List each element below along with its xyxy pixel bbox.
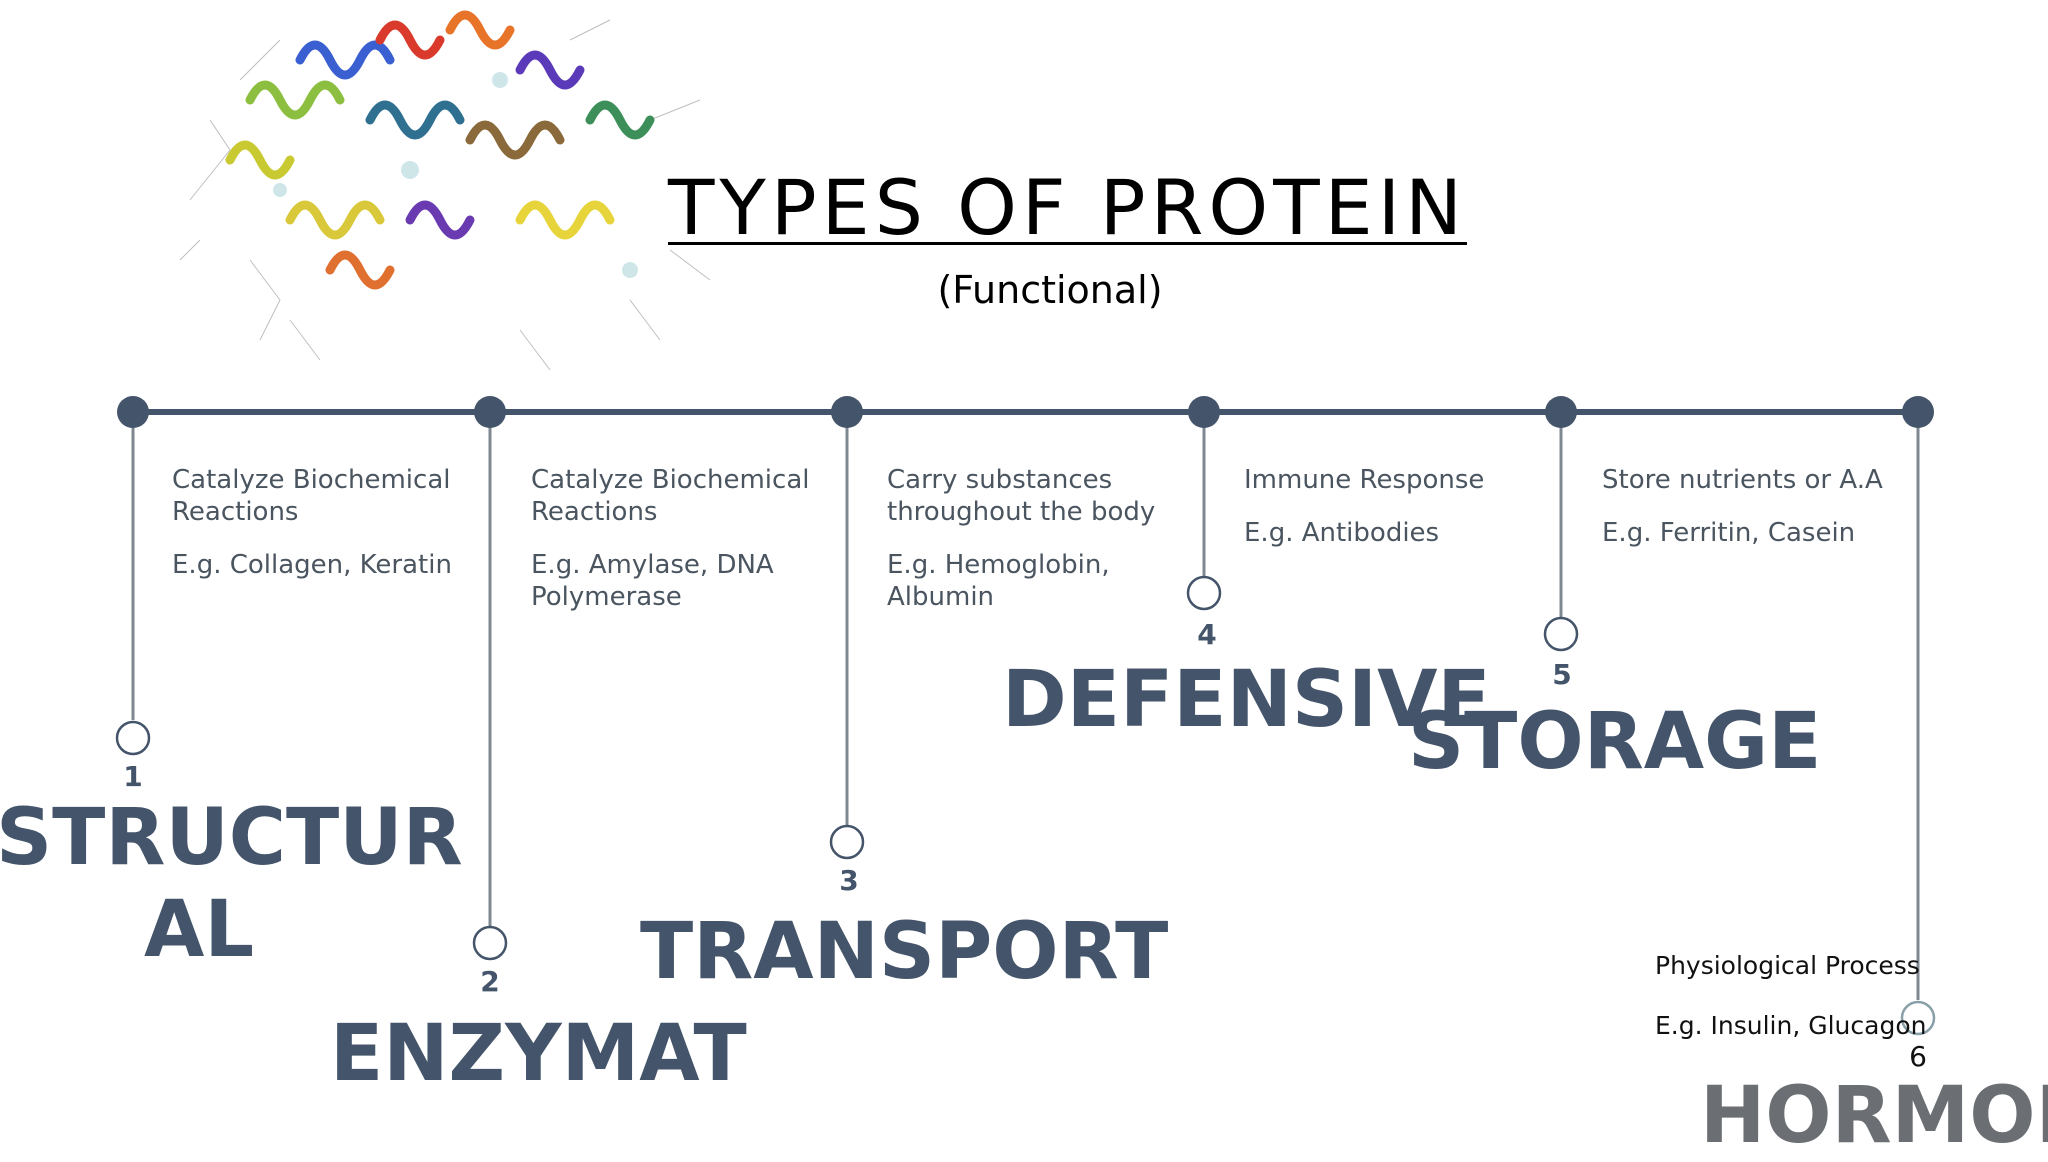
item-5-desc-text: Store nutrients or A.A (1602, 465, 1883, 495)
item-4-number: 4 (1197, 618, 1217, 651)
timeline-node-5 (1545, 396, 1577, 428)
item-5-number: 5 (1552, 658, 1572, 691)
item-1-example-text: E.g. Collagen, Keratin (172, 550, 452, 580)
item-1-label-line-1: STRUCTUR (0, 793, 463, 883)
item-1-description: Catalyze Biochemical Reactions E.g. Coll… (172, 464, 472, 602)
item-4-label: DEFENSIVE (1002, 655, 1491, 745)
item-3-desc-text: Carry substances throughout the body (887, 465, 1156, 527)
item-3-label: TRANSPORT (640, 907, 1169, 997)
page-subtitle: (Functional) (937, 268, 1163, 312)
timeline-end-marker-1 (115, 720, 151, 756)
timeline-end-marker-2 (472, 925, 508, 961)
item-2-description: Catalyze Biochemical Reactions E.g. Amyl… (531, 464, 821, 634)
timeline-end-marker-5 (1543, 616, 1579, 652)
timeline-end-marker-6 (1900, 1000, 1936, 1036)
item-5-example-text: E.g. Ferritin, Casein (1602, 518, 1856, 548)
page-title: TYPES OF PROTEIN (668, 163, 1467, 252)
timeline-end-marker-3 (829, 824, 865, 860)
timeline-end-marker-4 (1186, 575, 1222, 611)
item-6-number: 6 (1909, 1040, 1927, 1073)
item-6-description: Physiological Process E.g. Insulin, Gluc… (1655, 950, 1926, 1070)
protein-molecule-illustration (179, 10, 711, 371)
item-4-desc-text: Immune Response (1244, 465, 1485, 495)
item-6-desc-text: Physiological Process (1655, 951, 1920, 980)
item-4-example-text: E.g. Antibodies (1244, 518, 1440, 548)
timeline-node-3 (831, 396, 863, 428)
timeline-node-2 (474, 396, 506, 428)
timeline-node-1 (117, 396, 149, 428)
item-2-desc-text: Catalyze Biochemical Reactions (531, 465, 810, 527)
item-3-description: Carry substances throughout the body E.g… (887, 464, 1177, 634)
item-4-description: Immune Response E.g. Antibodies (1244, 464, 1544, 570)
item-2-example-text: E.g. Amylase, DNA Polymerase (531, 550, 774, 612)
item-2-label: ENZYMAT (330, 1009, 747, 1099)
item-1-number: 1 (123, 760, 143, 793)
item-6-label: HORMON (1700, 1071, 2048, 1161)
item-5-description: Store nutrients or A.A E.g. Ferritin, Ca… (1602, 464, 1932, 570)
item-2-number: 2 (480, 965, 500, 998)
item-6-example-text: E.g. Insulin, Glucagon (1655, 1011, 1927, 1040)
item-5-label: STORAGE (1408, 697, 1822, 787)
item-1-desc-text: Catalyze Biochemical Reactions (172, 465, 451, 527)
item-1-label-line-2: AL (144, 885, 255, 975)
item-3-example-text: E.g. Hemoglobin, Albumin (887, 550, 1110, 612)
timeline-node-6 (1902, 396, 1934, 428)
item-3-number: 3 (839, 864, 859, 897)
timeline-node-4 (1188, 396, 1220, 428)
